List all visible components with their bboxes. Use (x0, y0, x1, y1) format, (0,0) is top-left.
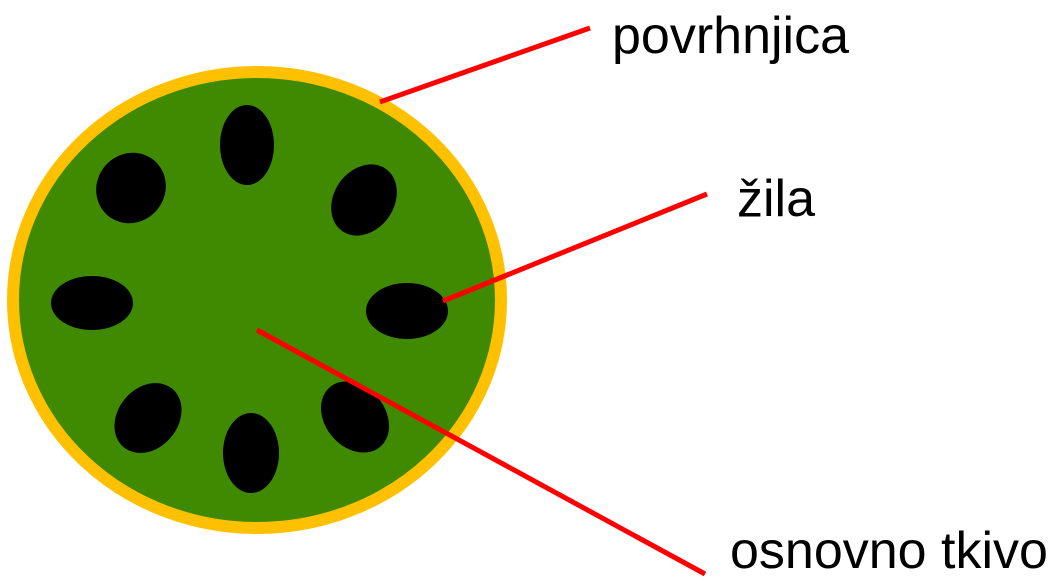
leader-line-epidermis (380, 28, 590, 102)
label-epidermis: povrhnjica (612, 10, 849, 62)
label-vascular-bundle: žila (737, 173, 815, 225)
vascular-bundle (366, 283, 448, 339)
vascular-bundle (51, 276, 133, 330)
vascular-bundle (220, 105, 274, 185)
vascular-bundle (223, 413, 279, 493)
label-ground-tissue: osnovno tkivo (730, 525, 1048, 577)
